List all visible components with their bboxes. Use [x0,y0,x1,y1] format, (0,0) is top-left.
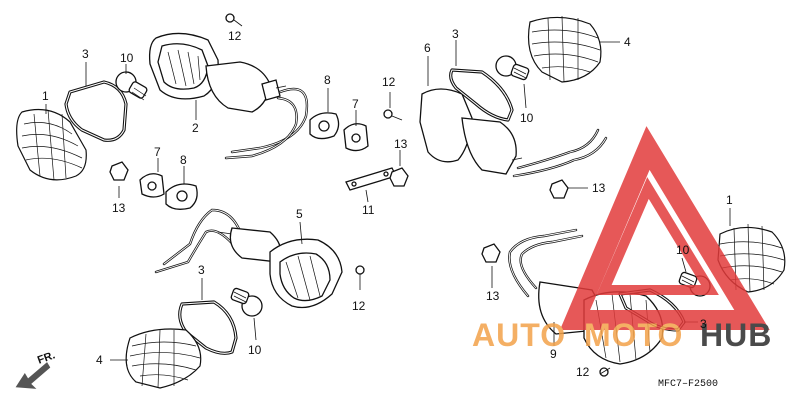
screw-part-12-top-left [225,13,243,27]
diagram-code: MFC7–F2500 [658,379,718,390]
screw-part-12-top-right [383,109,403,121]
grommet-part-8-left [165,183,198,210]
bracket-part-11 [345,167,397,191]
gasket-part-3-left [64,80,128,142]
callout-labels: 1 3 10 12 2 8 7 7 8 13 5 3 12 10 4 6 3 4… [42,27,733,379]
callout-7-left: 7 [154,145,161,159]
callout-3-top-left: 3 [82,47,89,61]
lens-part-4-right [527,15,602,83]
gasket-part-3-lower-left [178,300,238,355]
nut-part-13-left [109,161,129,181]
watermark-logo: AUTO MOTO HUB [472,126,772,353]
callout-13-right: 13 [592,181,606,195]
housing-part-2-top-left [148,32,287,113]
grommet-part-8-top [309,112,340,140]
front-direction-arrow [15,362,51,389]
callout-12-lower-right: 12 [576,365,590,379]
bulb-part-10-right [495,55,530,81]
lens-part-4-lower-left [125,328,202,389]
callout-10-lower-left: 10 [248,343,262,357]
nut-part-13-right [549,179,569,199]
housing-part-5 [217,227,343,309]
screw-part-12-middle [355,265,365,290]
watermark-text-hub: HUB [700,317,772,353]
callout-13-left: 13 [112,201,126,215]
callout-13-center: 13 [394,137,408,151]
callout-8-top: 8 [324,73,331,87]
callout-10-top-left: 10 [120,51,134,65]
front-label: FR. [36,349,57,366]
collar-part-7-left [139,173,165,198]
callout-10-lower-right: 10 [676,243,690,257]
callout-4-lower-left: 4 [96,353,103,367]
callout-13-lower-right: 13 [486,289,500,303]
callout-12-middle: 12 [352,299,366,313]
screw-part-12-lower-right [599,367,611,377]
watermark-text-auto: AUTO [472,317,566,353]
bulb-part-10-lower-left [230,287,263,317]
lens-part-1-left [16,109,87,181]
callout-11: 11 [362,203,375,217]
callout-12-top-right: 12 [382,75,396,89]
gasket-part-3-right [449,68,514,122]
callout-4-top-right: 4 [624,35,631,49]
callout-8-left: 8 [180,153,187,167]
nut-part-13-center [389,167,409,187]
callout-1-right: 1 [726,193,733,207]
callout-10-top-right: 10 [520,111,534,125]
callout-1-left: 1 [42,89,49,103]
callout-9: 9 [550,347,557,361]
bulb-part-10-left [115,71,148,101]
callout-3-top-right: 3 [452,27,459,41]
callout-5: 5 [296,207,303,221]
callout-7-top: 7 [352,97,359,111]
nut-part-13-lower-right [481,243,501,263]
callout-2: 2 [192,121,199,135]
housing-part-6 [419,88,523,175]
callout-12-top-left: 12 [228,29,242,43]
watermark-text-moto: MOTO [584,317,683,353]
callout-3-lower-right: 3 [700,317,707,331]
collar-part-7-top [343,123,369,152]
callout-3-lower-left: 3 [198,263,205,277]
callout-6: 6 [424,41,431,55]
